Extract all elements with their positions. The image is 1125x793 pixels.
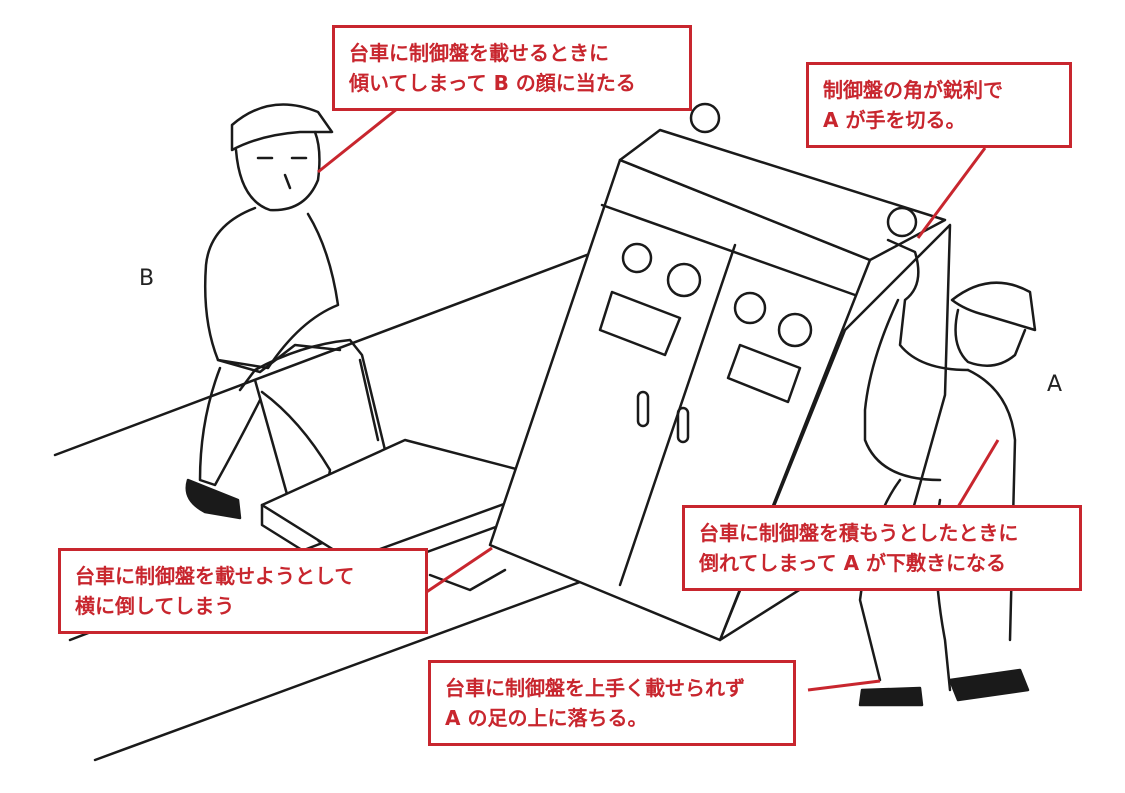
floor-line — [53, 248, 602, 457]
control-panel-top — [618, 128, 947, 262]
person-b-label: B — [139, 266, 155, 291]
callout-text: 台車に制御盤を上手く載せられず — [445, 676, 745, 700]
hand-truck-handle — [238, 338, 387, 452]
callout-tip-over: 台車に制御盤を載せようとして 横に倒してしまう — [58, 548, 428, 634]
callout-text: 台車に制御盤を載せようとして — [75, 564, 355, 588]
callout-corner-cut: 制御盤の角が鋭利で A が手を切る。 — [806, 62, 1072, 148]
callout-foot-drop: 台車に制御盤を上手く載せられず A の足の上に落ちる。 — [428, 660, 796, 746]
callout-text: 傾いてしまって B の顔に当たる — [349, 71, 636, 95]
callout-text: 台車に制御盤を積もうとしたときに — [699, 521, 1019, 545]
callout-text: 横に倒してしまう — [75, 594, 235, 618]
person-a-label: A — [1047, 372, 1063, 397]
leader-line — [807, 679, 881, 692]
leader-line — [916, 147, 987, 239]
hand-truck-platform — [260, 438, 522, 562]
person-a-figure — [858, 238, 1037, 707]
person-b-figure — [185, 103, 353, 555]
callout-text: 制御盤の角が鋭利で — [823, 78, 1003, 102]
floor-line — [93, 558, 642, 762]
callout-text: 倒れてしまって A が下敷きになる — [699, 551, 1007, 575]
callout-face-hit: 台車に制御盤を載せるときに 傾いてしまって B の顔に当たる — [332, 25, 692, 111]
callout-crushed: 台車に制御盤を積もうとしたときに 倒れてしまって A が下敷きになる — [682, 505, 1082, 591]
callout-text: A が手を切る。 — [823, 108, 966, 132]
callout-text: 台車に制御盤を載せるときに — [349, 41, 609, 65]
leader-line — [317, 103, 403, 174]
leader-line — [424, 546, 493, 595]
leader-line — [953, 439, 1000, 513]
callout-text: A の足の上に落ちる。 — [445, 706, 648, 730]
